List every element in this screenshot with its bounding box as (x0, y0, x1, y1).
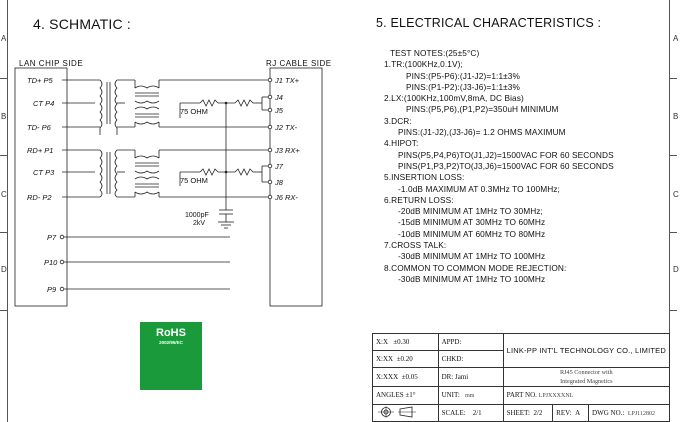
pin-label-j6: J6 RX- (275, 193, 298, 202)
unit-cell: UNIT: mm (437, 386, 504, 405)
rohs-subtitle: 2002/95/EC (159, 340, 183, 345)
pin-label-j1: J1 TX+ (275, 76, 299, 85)
spec-line: 6.RETURN LOSS: (384, 194, 454, 205)
row-divider-de-right (670, 310, 677, 311)
spec-line: PINS:(J1-J2),(J3-J6)= 1.2 OHMS MAXIMUM (398, 127, 566, 138)
row-mark-d-right: D (673, 265, 679, 274)
schematic-title: 4. SCHMATIC : (33, 16, 132, 32)
pin-label-p9: P9 (47, 285, 57, 294)
row-mark-a-right: A (673, 34, 679, 43)
resistor-label-1: 75 OHM (180, 107, 208, 116)
spec-line: -1.0dB MAXIMUM AT 0.3MHz TO 100MHz; (398, 183, 560, 194)
spec-line: 7.CROSS TALK: (384, 240, 447, 251)
pin-label-p6: TD- P6 (27, 123, 51, 132)
spec-line: 5.INSERTION LOSS: (384, 172, 465, 183)
resistor-label-2: 75 OHM (180, 176, 208, 185)
rev-cell: REV: A (552, 403, 590, 422)
row-divider-ab-left (0, 78, 7, 79)
row-divider-cd-right (670, 232, 677, 233)
pin-label-j2: J2 TX- (275, 123, 298, 132)
spec-line: PINS:(P5-P6):(J1-J2)=1:1±3% (406, 70, 520, 81)
scale-cell: SCALE: 2/1 (437, 403, 504, 422)
pin-label-j4: J4 (275, 93, 283, 102)
capacitor-label-value: 1000pF (185, 212, 209, 219)
pin-label-p10: P10 (44, 258, 58, 267)
row-mark-c-right: C (673, 190, 679, 199)
rohs-badge: RoHS 2002/95/EC (140, 322, 202, 390)
pin-label-p4: CT P4 (33, 99, 55, 108)
pin-label-j5: J5 (275, 106, 283, 115)
row-divider-de-left (0, 310, 7, 311)
row-mark-b-right: B (673, 112, 679, 121)
drawing-frame (7, 0, 670, 422)
pin-label-p1: RD+ P1 (27, 146, 54, 155)
lan-chip-box (14, 67, 68, 307)
spec-line: PINS:(P5,P6),(P1,P2)=350uH MINIMUM (406, 104, 559, 115)
pin-label-p2: RD- P2 (27, 193, 52, 202)
rj-cable-side-label: RJ CABLE SIDE (266, 59, 332, 68)
capacitor-label-voltage: 2kV (193, 220, 206, 227)
lan-chip-side-label: LAN CHIP SIDE (19, 59, 84, 68)
spec-line: 1.TR:(100KHz,0.1V); (384, 59, 463, 70)
spec-line: -20dB MINIMUM AT 1MHz TO 30MHz; (398, 206, 543, 217)
spec-line: PINS(P1,P3,P2)TO(J3,J6)=1500VAC FOR 60 S… (398, 160, 614, 171)
row-divider-bc-right (670, 155, 677, 156)
tolerance-3: X:XXX ±0.05 (372, 367, 439, 388)
spec-line: 8.COMMON TO COMMON MODE REJECTION: (384, 262, 567, 273)
pin-label-p5: TD+ P5 (27, 76, 53, 85)
electrical-title: 5. ELECTRICAL CHARACTERISTICS : (376, 16, 602, 30)
spec-line: PINS:(P1-P2):(J3-J6)=1:1±3% (406, 81, 520, 92)
dwg-no-cell: DWG NO.: LPJ112802 (588, 403, 670, 422)
electrical-spec-list: TEST NOTES:(25±5°C) 1.TR:(100KHz,0.1V); … (384, 48, 674, 285)
chkd-cell: CHKD: (437, 350, 504, 369)
spec-line: TEST NOTES:(25±5°C) (390, 48, 480, 58)
part-description: RJ45 Connector with Integrated Magnetics (502, 367, 671, 388)
third-angle-projection-icon (378, 405, 416, 418)
sheet-cell: SHEET: 2/2 (502, 403, 554, 422)
row-mark-d-left: D (1, 265, 7, 274)
part-number-cell: PART NO. LPJXXXXNL (502, 386, 671, 405)
company-name: LINK-PP INT'L TECHNOLOGY CO., LIMITED (502, 332, 671, 369)
row-divider-bc-left (0, 155, 7, 156)
spec-line: 4.HIPOT: (384, 138, 419, 149)
drawn-by-cell: DR: Jami (437, 367, 504, 388)
row-mark-c-left: C (1, 190, 7, 199)
row-mark-b-left: B (1, 112, 7, 121)
spec-line: -30dB MINIMUM AT 1MHz TO 100MHz (398, 251, 546, 262)
spec-line: 3.DCR: (384, 115, 412, 126)
rj-cable-box (269, 67, 323, 307)
spec-line: -30dB MINIMUM AT 1MHz TO 100MHz (398, 273, 546, 284)
appd-cell: APPD: (437, 332, 504, 352)
tolerance-1: X:X ±0.30 (372, 332, 439, 352)
pin-label-p7: P7 (47, 233, 57, 242)
tolerance-2: X:XX ±0.20 (372, 350, 439, 369)
spec-line: -15dB MINIMUM AT 30MHz TO 60MHz (398, 217, 546, 228)
pin-label-p3: CT P3 (33, 168, 55, 177)
spec-line: -10dB MINIMUM AT 60MHz TO 80MHz (398, 228, 546, 239)
spec-line: 2.LX:(100KHz,100mV,8mA, DC Bias) (384, 93, 524, 104)
pin-label-j7: J7 (275, 162, 283, 171)
title-block: X:X ±0.30 APPD: LINK-PP INT'L TECHNOLOGY… (372, 332, 671, 422)
row-mark-a-left: A (1, 34, 7, 43)
pin-label-j3: J3 RX+ (275, 146, 300, 155)
pin-label-j8: J8 (275, 178, 283, 187)
projection-cell (372, 403, 439, 422)
spec-line: PINS(P5,P4,P6)TO(J1,J2)=1500VAC FOR 60 S… (398, 149, 614, 160)
row-divider-cd-left (0, 232, 7, 233)
angles-cell: ANGLES ±1° (372, 386, 439, 405)
row-divider-ab-right (670, 78, 677, 79)
rohs-title: RoHS (156, 327, 186, 339)
